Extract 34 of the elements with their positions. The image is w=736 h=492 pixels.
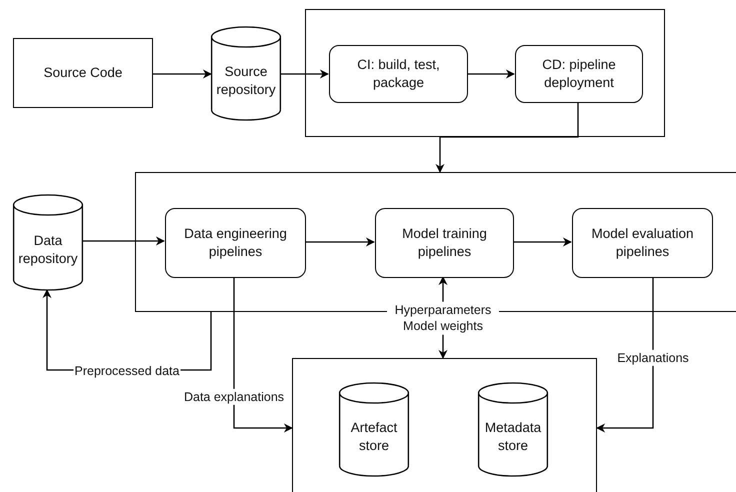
node-label: Artefact store (350, 418, 398, 454)
process-box (165, 208, 306, 278)
process-box (329, 45, 468, 103)
process-box (515, 45, 643, 103)
edge-label: Hyperparameters Model weights (387, 302, 499, 334)
arrow (233, 277, 293, 432)
node-label: Source repository (215, 62, 277, 98)
node-label: CD: pipeline deployment (541, 56, 617, 92)
node-label: Data repository (17, 232, 79, 268)
arrow (83, 236, 165, 246)
arrow (281, 70, 329, 78)
database-cylinder (478, 383, 548, 476)
arrow (596, 277, 654, 432)
node-label: Model evaluation pipelines (590, 225, 695, 261)
edge-label: Data explanations (182, 388, 286, 406)
arrow (153, 70, 212, 78)
database-cylinder (339, 383, 409, 476)
arrow (436, 102, 579, 173)
group-frame (292, 358, 597, 492)
database-cylinder (13, 195, 83, 290)
node-label: Source Code (44, 64, 122, 82)
arrow (467, 70, 515, 78)
node-label: Model training pipelines (401, 225, 488, 261)
process-box (13, 38, 153, 108)
database-cylinder (211, 27, 281, 120)
group-frame (305, 9, 665, 137)
process-box (572, 208, 713, 278)
edge-label: Explanations (616, 350, 690, 366)
arrow (513, 238, 572, 246)
node-label: CI: build, test, package (356, 56, 441, 92)
process-box (375, 208, 514, 278)
arrow (305, 238, 375, 246)
node-label: Metadata store (484, 418, 542, 454)
node-label: Data engineering pipelines (183, 225, 288, 261)
